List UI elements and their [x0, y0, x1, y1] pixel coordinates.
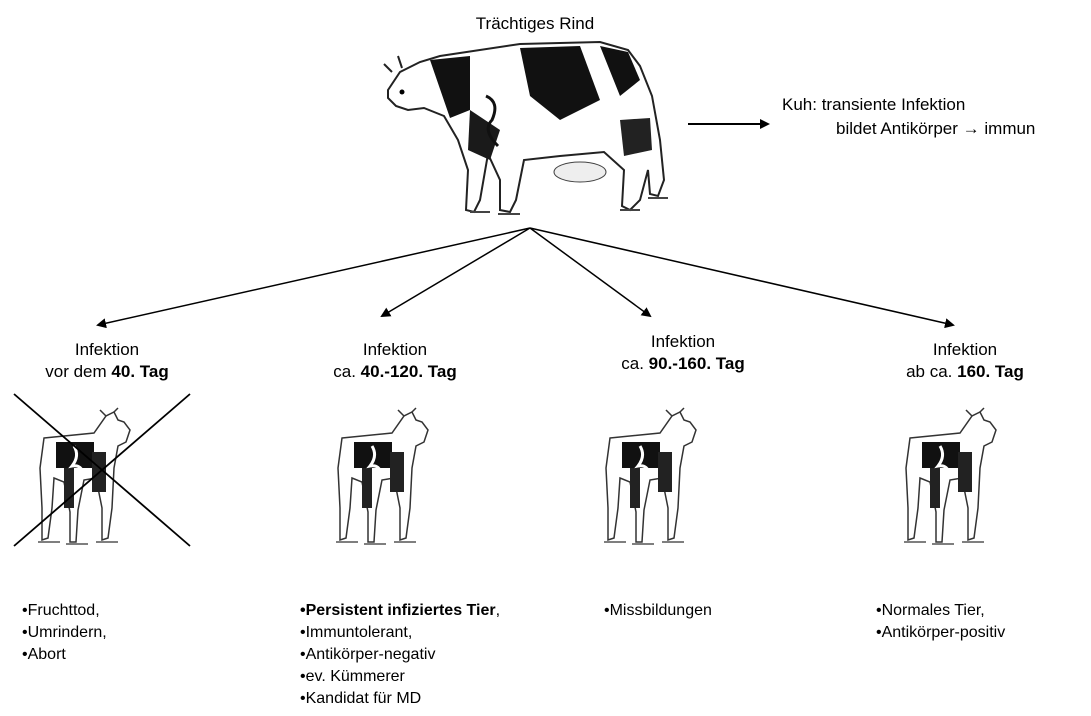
stage-label-4: Infektion ab ca. 160. Tag: [845, 339, 1085, 383]
stage-label-2: Infektion ca. 40.-120. Tag: [275, 339, 515, 383]
stage-2-timing: ca. 40.-120. Tag: [275, 361, 515, 383]
outcome-item: •Normales Tier,: [876, 600, 1005, 622]
pregnant-cow-illustration: [384, 42, 668, 214]
outcome-item: •Persistent infiziertes Tier,: [300, 600, 500, 622]
outcome-item: •ev. Kümmerer: [300, 666, 500, 688]
cow-outcome-line-2: bildet Antikörper → immun: [836, 119, 1035, 139]
outcome-list-4: •Normales Tier, •Antikörper-positiv: [876, 600, 1005, 644]
cow-outcome-immune: immun: [984, 119, 1035, 138]
outcome-item: •Missbildungen: [604, 600, 712, 622]
diagram-title: Trächtiges Rind: [395, 14, 675, 34]
stage-2-infection-label: Infektion: [275, 339, 515, 361]
outcome-item: •Antikörper-negativ: [300, 644, 500, 666]
stage-label-3: Infektion ca. 90.-160. Tag: [563, 331, 803, 375]
outcome-list-2: •Persistent infiziertes Tier, •Immuntole…: [300, 600, 500, 710]
stage-4-infection-label: Infektion: [845, 339, 1085, 361]
outcome-item: •Umrindern,: [22, 622, 107, 644]
branch-arrows: [98, 228, 953, 325]
outcome-item: •Immuntolerant,: [300, 622, 500, 644]
outcome-item: •Antikörper-positiv: [876, 622, 1005, 644]
cow-outcome-antibodies: bildet Antikörper: [836, 119, 958, 138]
outcome-item: •Fruchttod,: [22, 600, 107, 622]
stage-1-infection-label: Infektion: [0, 339, 227, 361]
calf-illustration-2: [336, 408, 428, 544]
calf-illustration-1: [38, 408, 130, 544]
arrow-right-icon: →: [963, 119, 980, 138]
stage-label-1: Infektion vor dem 40. Tag: [0, 339, 227, 383]
stage-3-infection-label: Infektion: [563, 331, 803, 353]
stage-3-timing: ca. 90.-160. Tag: [563, 353, 803, 375]
outcome-list-1: •Fruchttod, •Umrindern, •Abort: [22, 600, 107, 666]
outcome-item: •Abort: [22, 644, 107, 666]
stage-4-timing: ab ca. 160. Tag: [845, 361, 1085, 383]
cow-outcome-line-1: Kuh: transiente Infektion: [782, 95, 965, 115]
calf-illustration-3: [604, 408, 696, 544]
outcome-list-3: •Missbildungen: [604, 600, 712, 622]
outcome-item: •Kandidat für MD: [300, 688, 500, 710]
stage-1-timing: vor dem 40. Tag: [0, 361, 227, 383]
calf-illustration-4: [904, 408, 996, 544]
